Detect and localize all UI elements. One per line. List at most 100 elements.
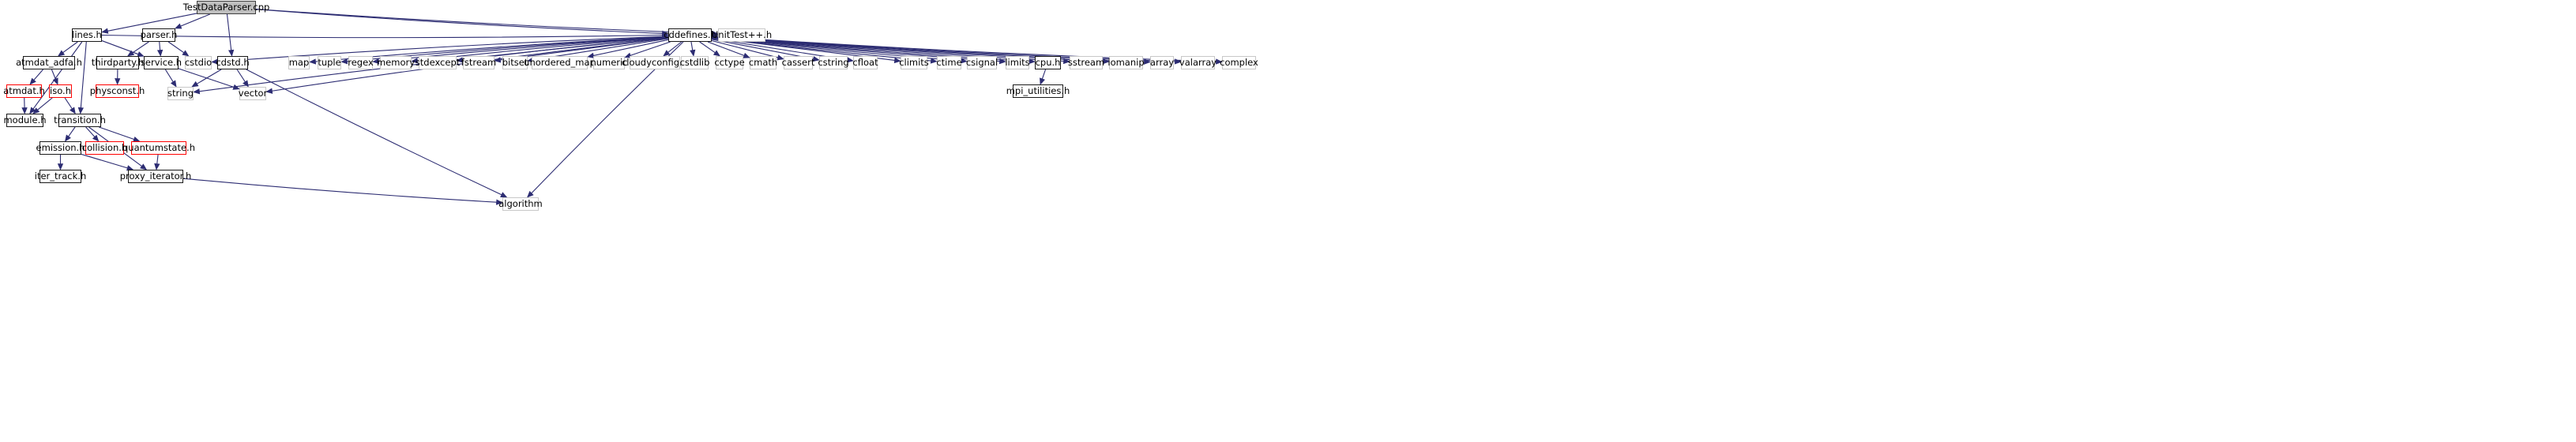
- arrowhead-cddefines-to-unittest: [712, 32, 719, 39]
- graph-node-atmdat[interactable]: atmdat.h: [3, 84, 45, 98]
- graph-node-cpuh[interactable]: cpu.h: [1035, 56, 1061, 69]
- graph-node-string[interactable]: string: [167, 87, 194, 100]
- arrowhead-cddefines-to-cassert: [777, 54, 784, 61]
- graph-node-cstdio[interactable]: cstdio: [185, 56, 212, 69]
- arrowhead-cddefines-to-ctime: [930, 58, 938, 64]
- arrowhead-cddefines-to-memory: [411, 58, 419, 64]
- edge-testdataparser-to-cdstd: [226, 13, 232, 51]
- graph-node-cctype[interactable]: cctype: [714, 56, 745, 69]
- graph-node-cstdlib[interactable]: cstdlib: [680, 56, 709, 69]
- graph-node-csignal[interactable]: csignal: [966, 56, 998, 69]
- edge-testdataparser-to-parserh: [180, 13, 210, 27]
- edge-cddefines-to-unordered_map: [593, 39, 669, 56]
- arrowhead-cddefines-to-cloudyconfig: [663, 50, 671, 57]
- edge-cddefines-to-cctype: [699, 41, 716, 54]
- edge-cddefines-to-cstdlib: [690, 41, 694, 51]
- graph-node-cmath[interactable]: cmath: [749, 56, 777, 69]
- graph-node-numeric[interactable]: numeric: [590, 56, 628, 69]
- graph-node-physconst[interactable]: physconst.h: [90, 84, 145, 98]
- graph-node-linesh[interactable]: lines.h: [72, 28, 102, 42]
- edge-cddefines-to-cmath: [707, 41, 745, 56]
- graph-node-vector[interactable]: vector: [239, 87, 267, 100]
- arrowhead-atmdatadfa-to-isoh: [52, 77, 58, 85]
- edge-quantumstate-to-proxyiterator: [156, 154, 159, 164]
- graph-node-cddefines[interactable]: cddefines.h: [664, 28, 716, 42]
- arrowhead-cddefines-to-cctype: [713, 50, 720, 57]
- edge-cdstd-to-algorithm: [246, 69, 502, 196]
- graph-node-valarray[interactable]: valarray: [1179, 56, 1217, 69]
- edge-cddefines-to-cstdio: [217, 36, 669, 62]
- arrowhead-cddefines-to-map: [309, 58, 317, 65]
- arrowhead-atmdatadfa-to-atmdat: [29, 77, 36, 85]
- graph-node-mpiutilities[interactable]: mpi_utilities.h: [1006, 84, 1070, 98]
- graph-node-atmdatadfa[interactable]: atmdat_adfa.h: [16, 56, 82, 69]
- arrowhead-transitionh-to-emissionh: [65, 134, 71, 142]
- graph-node-testdataparser[interactable]: TestDataParser.cpp: [183, 1, 269, 14]
- arrowhead-cpuh-to-mpiutilities: [1040, 77, 1045, 85]
- graph-node-fstream[interactable]: fstream: [461, 56, 496, 69]
- edge-testdataparser-to-unittest: [255, 8, 713, 35]
- edge-cddefines-to-cloudyconfig: [668, 41, 683, 53]
- arrowhead-cddefines-to-complex: [1216, 58, 1223, 65]
- graph-node-cfloat[interactable]: cfloat: [852, 56, 878, 69]
- graph-node-transitionh[interactable]: transition.h: [54, 114, 106, 127]
- edge-cddefines-to-cassert: [711, 39, 778, 58]
- graph-node-climits[interactable]: climits: [899, 56, 929, 69]
- arrowhead-isoh-to-moduleh: [32, 107, 40, 114]
- arrowhead-transitionh-to-proxyiterator: [140, 163, 148, 170]
- arrowhead-linesh-to-moduleh: [29, 107, 36, 114]
- graph-node-quantumstate[interactable]: quantumstate.h: [122, 141, 195, 155]
- graph-node-complex[interactable]: complex: [1220, 56, 1258, 69]
- graph-node-sstream[interactable]: sstream: [1068, 56, 1104, 69]
- arrowhead-serviceh-to-string: [170, 80, 177, 88]
- arrowhead-cddefines-to-algorithm: [526, 190, 534, 198]
- graph-node-unordered_map[interactable]: unordered_map: [524, 56, 596, 69]
- graph-node-array[interactable]: array: [1150, 56, 1174, 69]
- edge-linesh-to-transitionh: [80, 41, 87, 108]
- graph-node-collisionh[interactable]: collision.h: [82, 141, 127, 155]
- graph-node-emissionh[interactable]: emission.h: [36, 141, 85, 155]
- arrowhead-transitionh-to-collisionh: [92, 134, 100, 142]
- arrowhead-atmdat-to-moduleh: [21, 107, 28, 114]
- arrowhead-parserh-to-thirdparty: [126, 50, 135, 57]
- graph-node-ctime[interactable]: ctime: [936, 56, 962, 69]
- graph-node-tuple[interactable]: tuple: [318, 56, 341, 69]
- graph-node-thirdparty[interactable]: thirdparty.h: [92, 56, 144, 69]
- graph-node-memory[interactable]: memory: [377, 56, 415, 69]
- arrowhead-testdataparser-to-parserh: [175, 23, 182, 29]
- edge-transitionh-to-emissionh: [68, 126, 76, 137]
- arrowhead-quantumstate-to-proxyiterator: [154, 163, 160, 170]
- arrowhead-cddefines-to-unordered_map: [587, 52, 595, 58]
- graph-node-stdexcept[interactable]: stdexcept: [416, 56, 460, 69]
- graph-node-parserh[interactable]: parser.h: [141, 28, 177, 42]
- edge-linesh-to-atmdatadfa: [62, 41, 78, 54]
- edge-transitionh-to-quantumstate: [99, 126, 134, 140]
- edge-proxyiterator-to-algorithm: [182, 178, 497, 203]
- graph-node-limits[interactable]: limits: [1005, 56, 1030, 69]
- edge-serviceh-to-string: [164, 69, 174, 82]
- graph-node-isoh[interactable]: iso.h: [49, 84, 72, 98]
- arrowhead-cddefines-to-cstdlib: [690, 49, 696, 57]
- graph-node-unittest[interactable]: UnitTest++.h: [712, 28, 772, 42]
- graph-node-cassert[interactable]: cassert: [782, 56, 814, 69]
- graph-node-cloudyconfig[interactable]: cloudyconfig.h: [622, 56, 688, 69]
- graph-node-map[interactable]: map: [288, 56, 310, 69]
- edge-cddefines-to-regex: [378, 36, 669, 62]
- graph-node-iomanip[interactable]: iomanip: [1107, 56, 1145, 69]
- arrowhead-cddefines-to-vector: [265, 88, 273, 94]
- arrowhead-cdstd-to-string: [191, 81, 199, 88]
- edge-atmdatadfa-to-atmdat: [33, 69, 43, 81]
- graph-node-algorithm[interactable]: algorithm: [498, 197, 543, 211]
- graph-node-serviceh[interactable]: service.h: [141, 56, 182, 69]
- graph-node-regex[interactable]: regex: [348, 56, 374, 69]
- graph-node-itertrack[interactable]: iter_track.h: [35, 170, 86, 183]
- graph-node-cstring[interactable]: cstring: [818, 56, 849, 69]
- arrowhead-cddefines-to-cstring: [812, 55, 820, 62]
- edge-linesh-to-serviceh: [101, 40, 139, 55]
- graph-node-cdstd[interactable]: cdstd.h: [216, 56, 250, 69]
- arrowhead-emissionh-to-itertrack: [57, 163, 64, 170]
- graph-node-moduleh[interactable]: module.h: [3, 114, 47, 127]
- edge-cdstd-to-string: [197, 69, 222, 84]
- graph-node-proxyiterator[interactable]: proxy_iterator.h: [120, 170, 191, 183]
- graph-node-bitset[interactable]: bitset: [502, 56, 528, 69]
